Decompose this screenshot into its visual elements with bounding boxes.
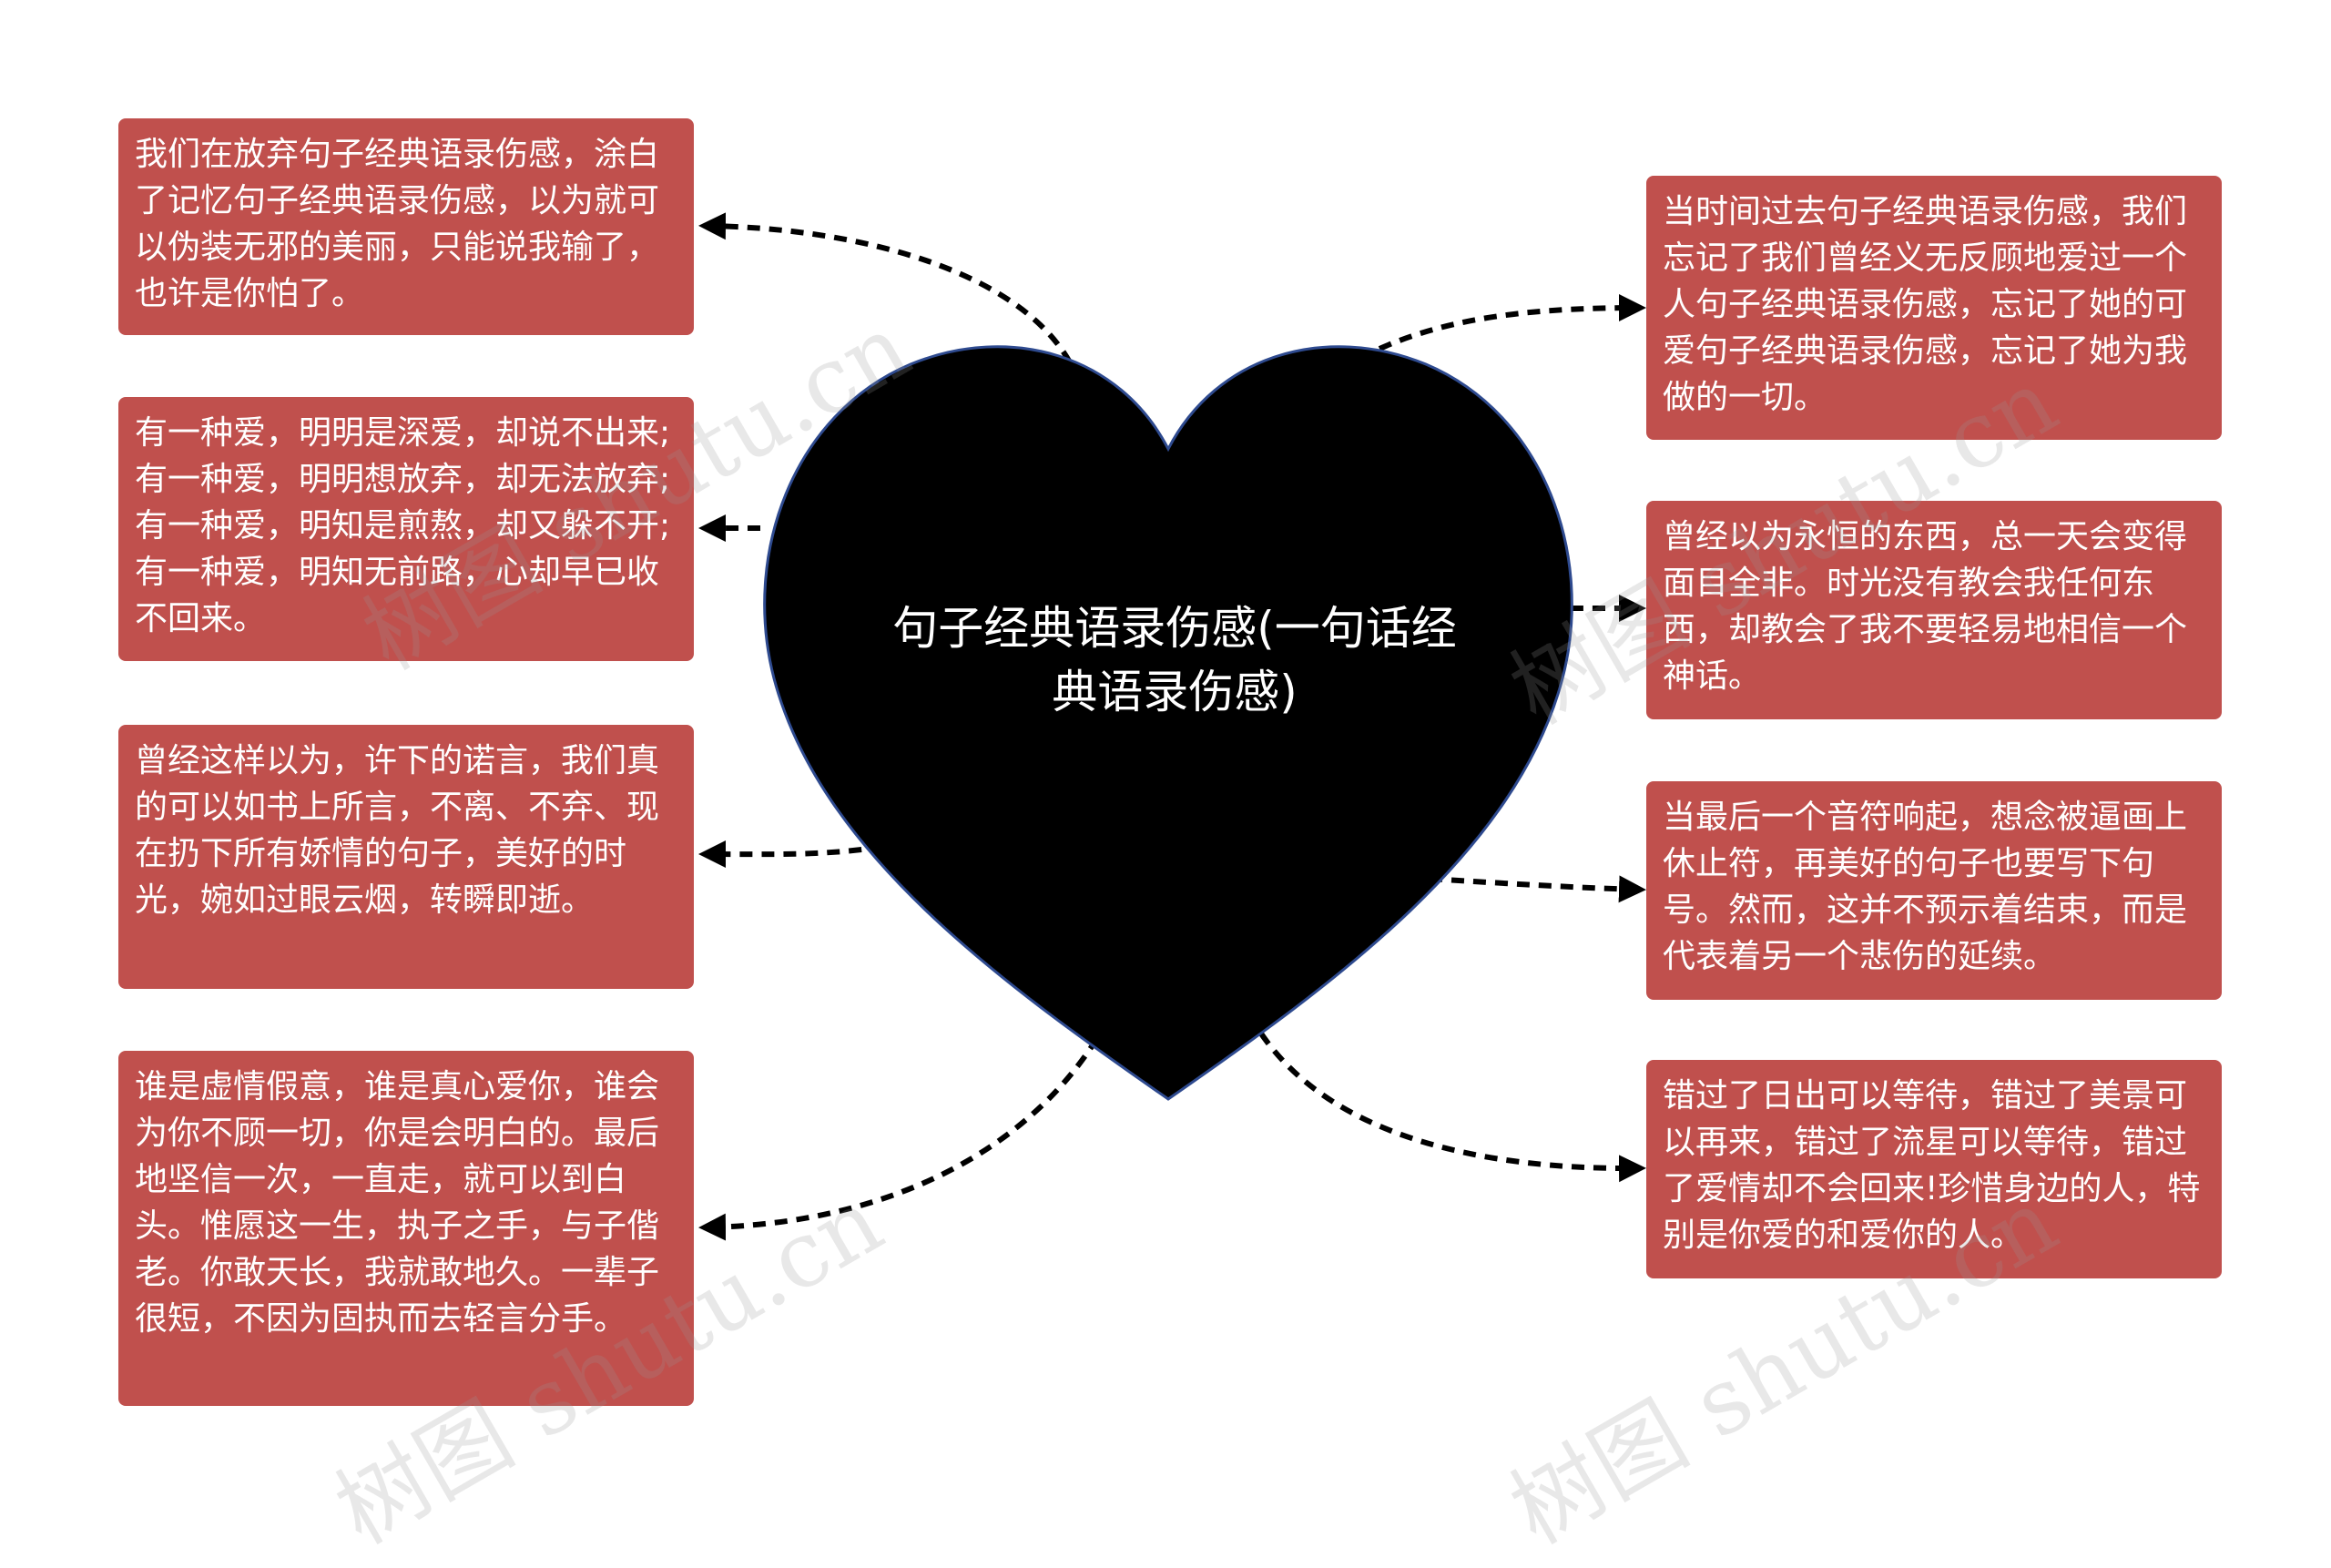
connector-left-4 [698, 1036, 1100, 1241]
center-heart-shape [763, 345, 1573, 1101]
topic-node-right-4[interactable]: 错过了日出可以等待，错过了美景可以再来，错过了流星可以等待，错过了爱情却不会回来… [1646, 1060, 2222, 1278]
topic-node-right-1[interactable]: 当时间过去句子经典语录伤感，我们忘记了我们曾经义无反顾地爱过一个人句子经典语录伤… [1646, 176, 2222, 440]
connector-right-3 [1429, 875, 1646, 903]
connector-left-3 [698, 840, 884, 869]
topic-node-right-2[interactable]: 曾经以为永恒的东西，总一天会变得面目全非。时光没有教会我任何东西，却教会了我不要… [1646, 501, 2222, 719]
connector-right-4 [1258, 1032, 1646, 1183]
topic-node-left-4[interactable]: 谁是虚情假意，谁是真心爱你，谁会为你不顾一切，你是会明白的。最后地坚信一次，一直… [118, 1051, 694, 1406]
center-topic-title[interactable]: 句子经典语录伤感(一句话经典语录伤感) [892, 602, 1457, 718]
connector-right-1 [1378, 294, 1646, 351]
topic-node-left-1[interactable]: 我们在放弃句子经典语录伤感，涂白了记忆句子经典语录伤感，以为就可以伪装无邪的美丽… [118, 118, 694, 335]
connector-left-1 [698, 212, 1073, 364]
topic-node-left-2[interactable]: 有一种爱，明明是深爱，却说不出来;有一种爱，明明想放弃，却无法放弃;有一种爱，明… [118, 397, 694, 661]
topic-node-left-3[interactable]: 曾经这样以为，许下的诺言，我们真的可以如书上所言，不离、不弃、现在扔下所有娇情的… [118, 725, 694, 989]
topic-node-right-3[interactable]: 当最后一个音符响起，想念被逼画上休止符，再美好的句子也要写下句号。然而，这并不预… [1646, 781, 2222, 1000]
diagram-canvas [698, 212, 1646, 1241]
